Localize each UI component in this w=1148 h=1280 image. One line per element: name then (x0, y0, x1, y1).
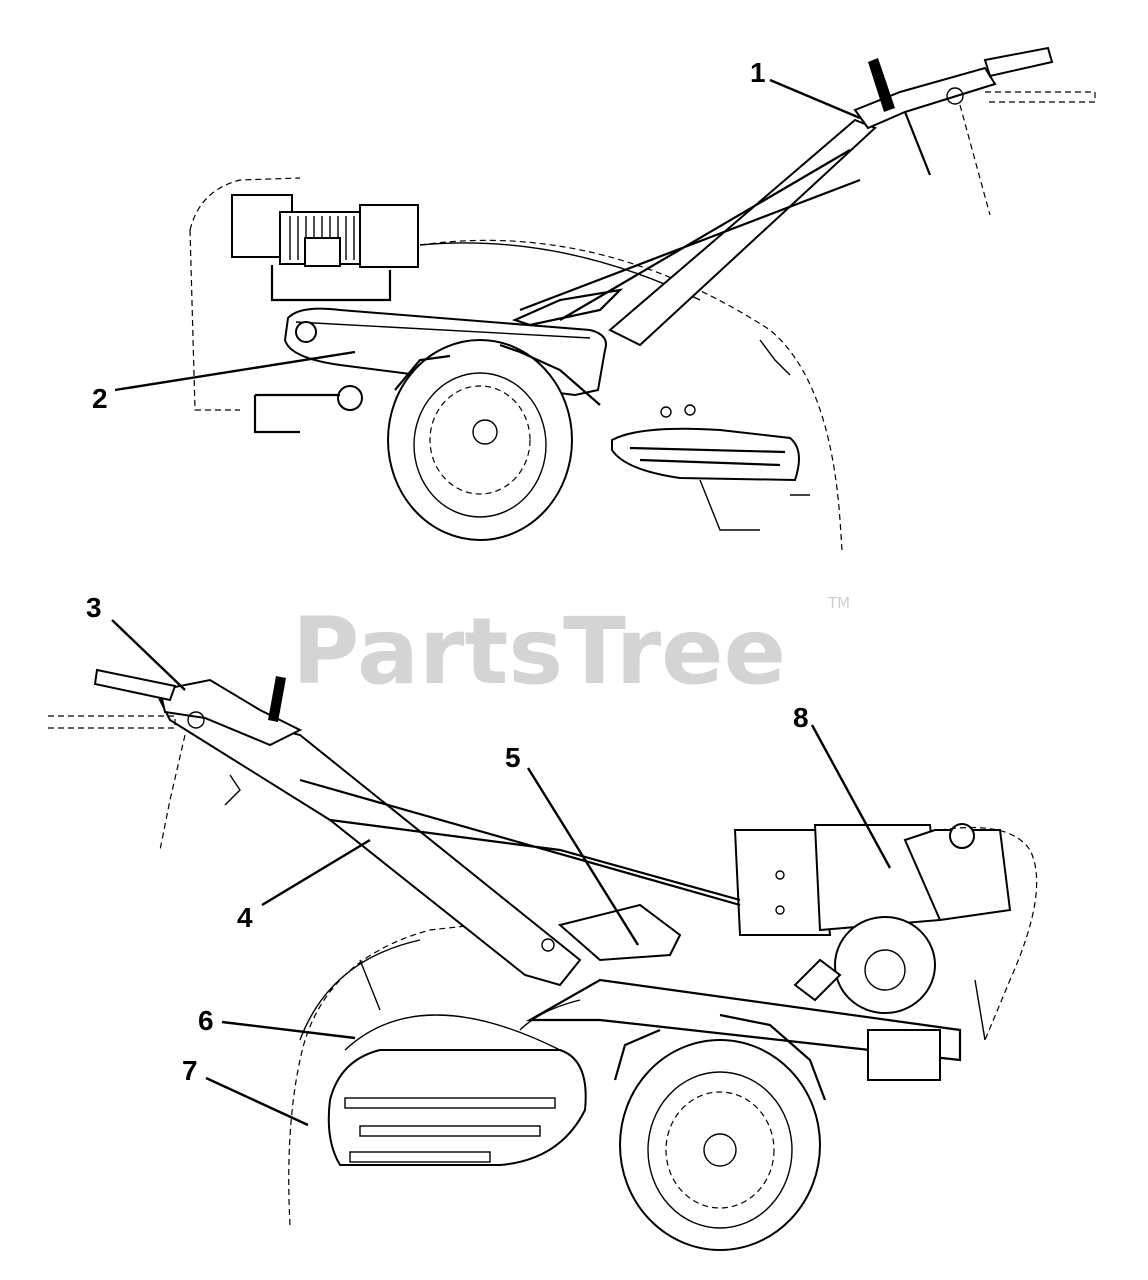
callout-7: 7 (182, 1055, 198, 1086)
frame-front (253, 393, 340, 434)
depth-pin (759, 339, 791, 376)
callout-6: 6 (198, 1005, 214, 1036)
callout-3: 3 (86, 592, 102, 623)
hood-bolt-2 (684, 404, 696, 416)
tire (387, 339, 573, 541)
handle-tube (608, 118, 877, 347)
shield-slot-2 (359, 1125, 541, 1137)
shroud-bolt-2 (775, 905, 785, 915)
callout-2: 2 (92, 383, 108, 414)
leader-1 (769, 78, 861, 120)
shift-linkage (557, 903, 682, 962)
leader-3 (111, 619, 186, 691)
callout-1: 1 (750, 57, 766, 88)
bottom-handlebar (48, 668, 741, 987)
fuel-tank (903, 829, 1012, 922)
handle-pivot (187, 711, 205, 729)
shield-lower (699, 479, 810, 531)
height-adjust-lever (959, 104, 991, 216)
engine-bottom (733, 823, 1038, 1041)
depth-bracket (359, 959, 381, 1011)
engine-top (231, 194, 419, 302)
tire (619, 1039, 821, 1251)
leader-6 (221, 1020, 356, 1040)
bottom-tiller-illustration (48, 668, 1038, 1251)
leader-4 (261, 838, 371, 907)
shroud-bolt-1 (775, 870, 785, 880)
leader-2 (114, 350, 356, 392)
belt-cover-bolt (295, 321, 317, 343)
linkage-bolt (541, 938, 555, 952)
rim-outer (413, 372, 547, 518)
shield-slot-3 (349, 1151, 491, 1163)
handle-crossbar (853, 66, 997, 130)
belt-cover-edge (295, 321, 591, 339)
hub (472, 419, 498, 445)
hub (703, 1133, 737, 1167)
top-handlebar (511, 46, 1096, 376)
callout-8: 8 (793, 702, 809, 733)
frame-rail (525, 978, 962, 1062)
belt-guard-block (867, 1029, 941, 1081)
watermark-brand: PartsTree (292, 598, 786, 705)
tine-hood-outline (189, 177, 843, 551)
tire-treads (394, 343, 601, 406)
tire-treads (613, 1013, 827, 1101)
watermark-trademark: TM (827, 594, 850, 612)
engine-base (270, 265, 392, 302)
bottom-wheel (613, 1013, 827, 1251)
watermark: PartsTree TM (292, 594, 850, 705)
handle-grip (983, 46, 1054, 78)
fuel-cap (949, 823, 975, 849)
shield-slot-2 (639, 458, 781, 467)
engine-mount (974, 979, 986, 1041)
shift-linkage (511, 288, 624, 327)
starter-handle (793, 958, 842, 1002)
tine-hood-outline (288, 919, 521, 1226)
handle-crossbar (158, 678, 303, 747)
leader-8 (810, 724, 892, 869)
height-adjust-lever (159, 734, 186, 851)
callout-5: 5 (505, 742, 521, 773)
handle-tube (158, 698, 582, 987)
rim-outer (647, 1071, 793, 1229)
engine-guard-outline (939, 826, 1038, 1041)
handle-grip-alt-position (985, 91, 1096, 103)
callout-labels: 1 2 3 4 5 6 7 8 (86, 57, 809, 1086)
shift-lever-knob (268, 676, 286, 722)
shift-lever-rod (903, 111, 932, 176)
starter-center (864, 949, 906, 991)
top-tiller-illustration (189, 46, 1096, 551)
shield-slot-1 (629, 446, 786, 454)
recoil-starter (834, 916, 936, 1014)
leader-5 (526, 767, 640, 946)
callout-4: 4 (237, 902, 253, 933)
engine-shroud (304, 237, 341, 267)
control-cables (299, 778, 741, 907)
handle-bracket (224, 774, 241, 806)
hood-bolt-1 (660, 406, 672, 418)
shield-slot-1 (344, 1097, 556, 1109)
hood-edge (299, 939, 421, 1041)
rim-inner (665, 1091, 775, 1209)
idler-pulley (337, 385, 363, 411)
handle-pivot (946, 87, 964, 105)
leader-7 (205, 1076, 309, 1127)
shift-lever-knob (868, 58, 895, 112)
handle-grip-alt-position (48, 715, 176, 729)
leader-lines (111, 78, 892, 1127)
frame-front-curve (519, 999, 581, 1031)
top-wheel (387, 339, 601, 541)
shield-arc (344, 1014, 561, 1051)
rim-inner (429, 385, 531, 495)
handle-grip (93, 668, 177, 702)
fuel-tank (359, 204, 419, 268)
side-shield (611, 427, 800, 482)
hood-front-outline (189, 229, 240, 411)
